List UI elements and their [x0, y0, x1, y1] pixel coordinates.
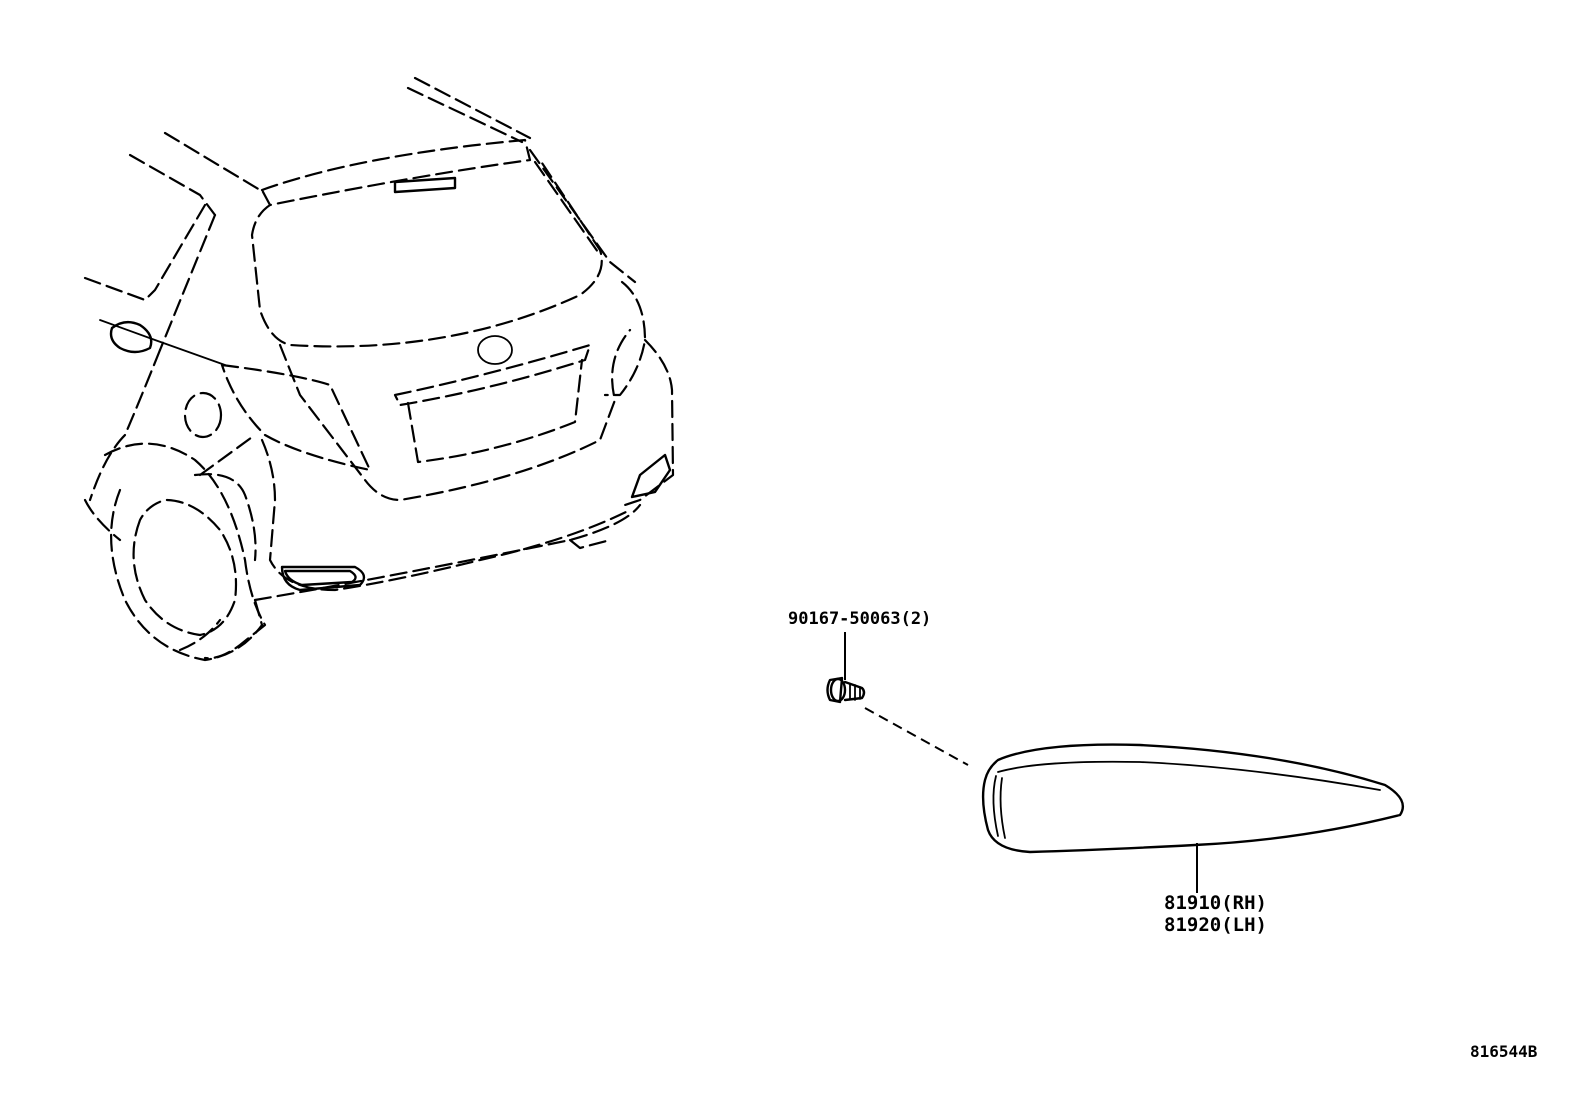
- bolt-alignment-line: [864, 707, 969, 766]
- reflector-icon: [981, 743, 1405, 854]
- diagram-id: 816544B: [1470, 1042, 1538, 1061]
- reflector-lh-part-number: 81920(LH): [1164, 914, 1267, 936]
- bolt-part-number: 90167-50063(2): [788, 609, 931, 629]
- vehicle-outline: [83, 76, 675, 662]
- bolt-icon: [826, 676, 866, 704]
- reflector-rh-part-number: 81910(RH): [1164, 892, 1267, 914]
